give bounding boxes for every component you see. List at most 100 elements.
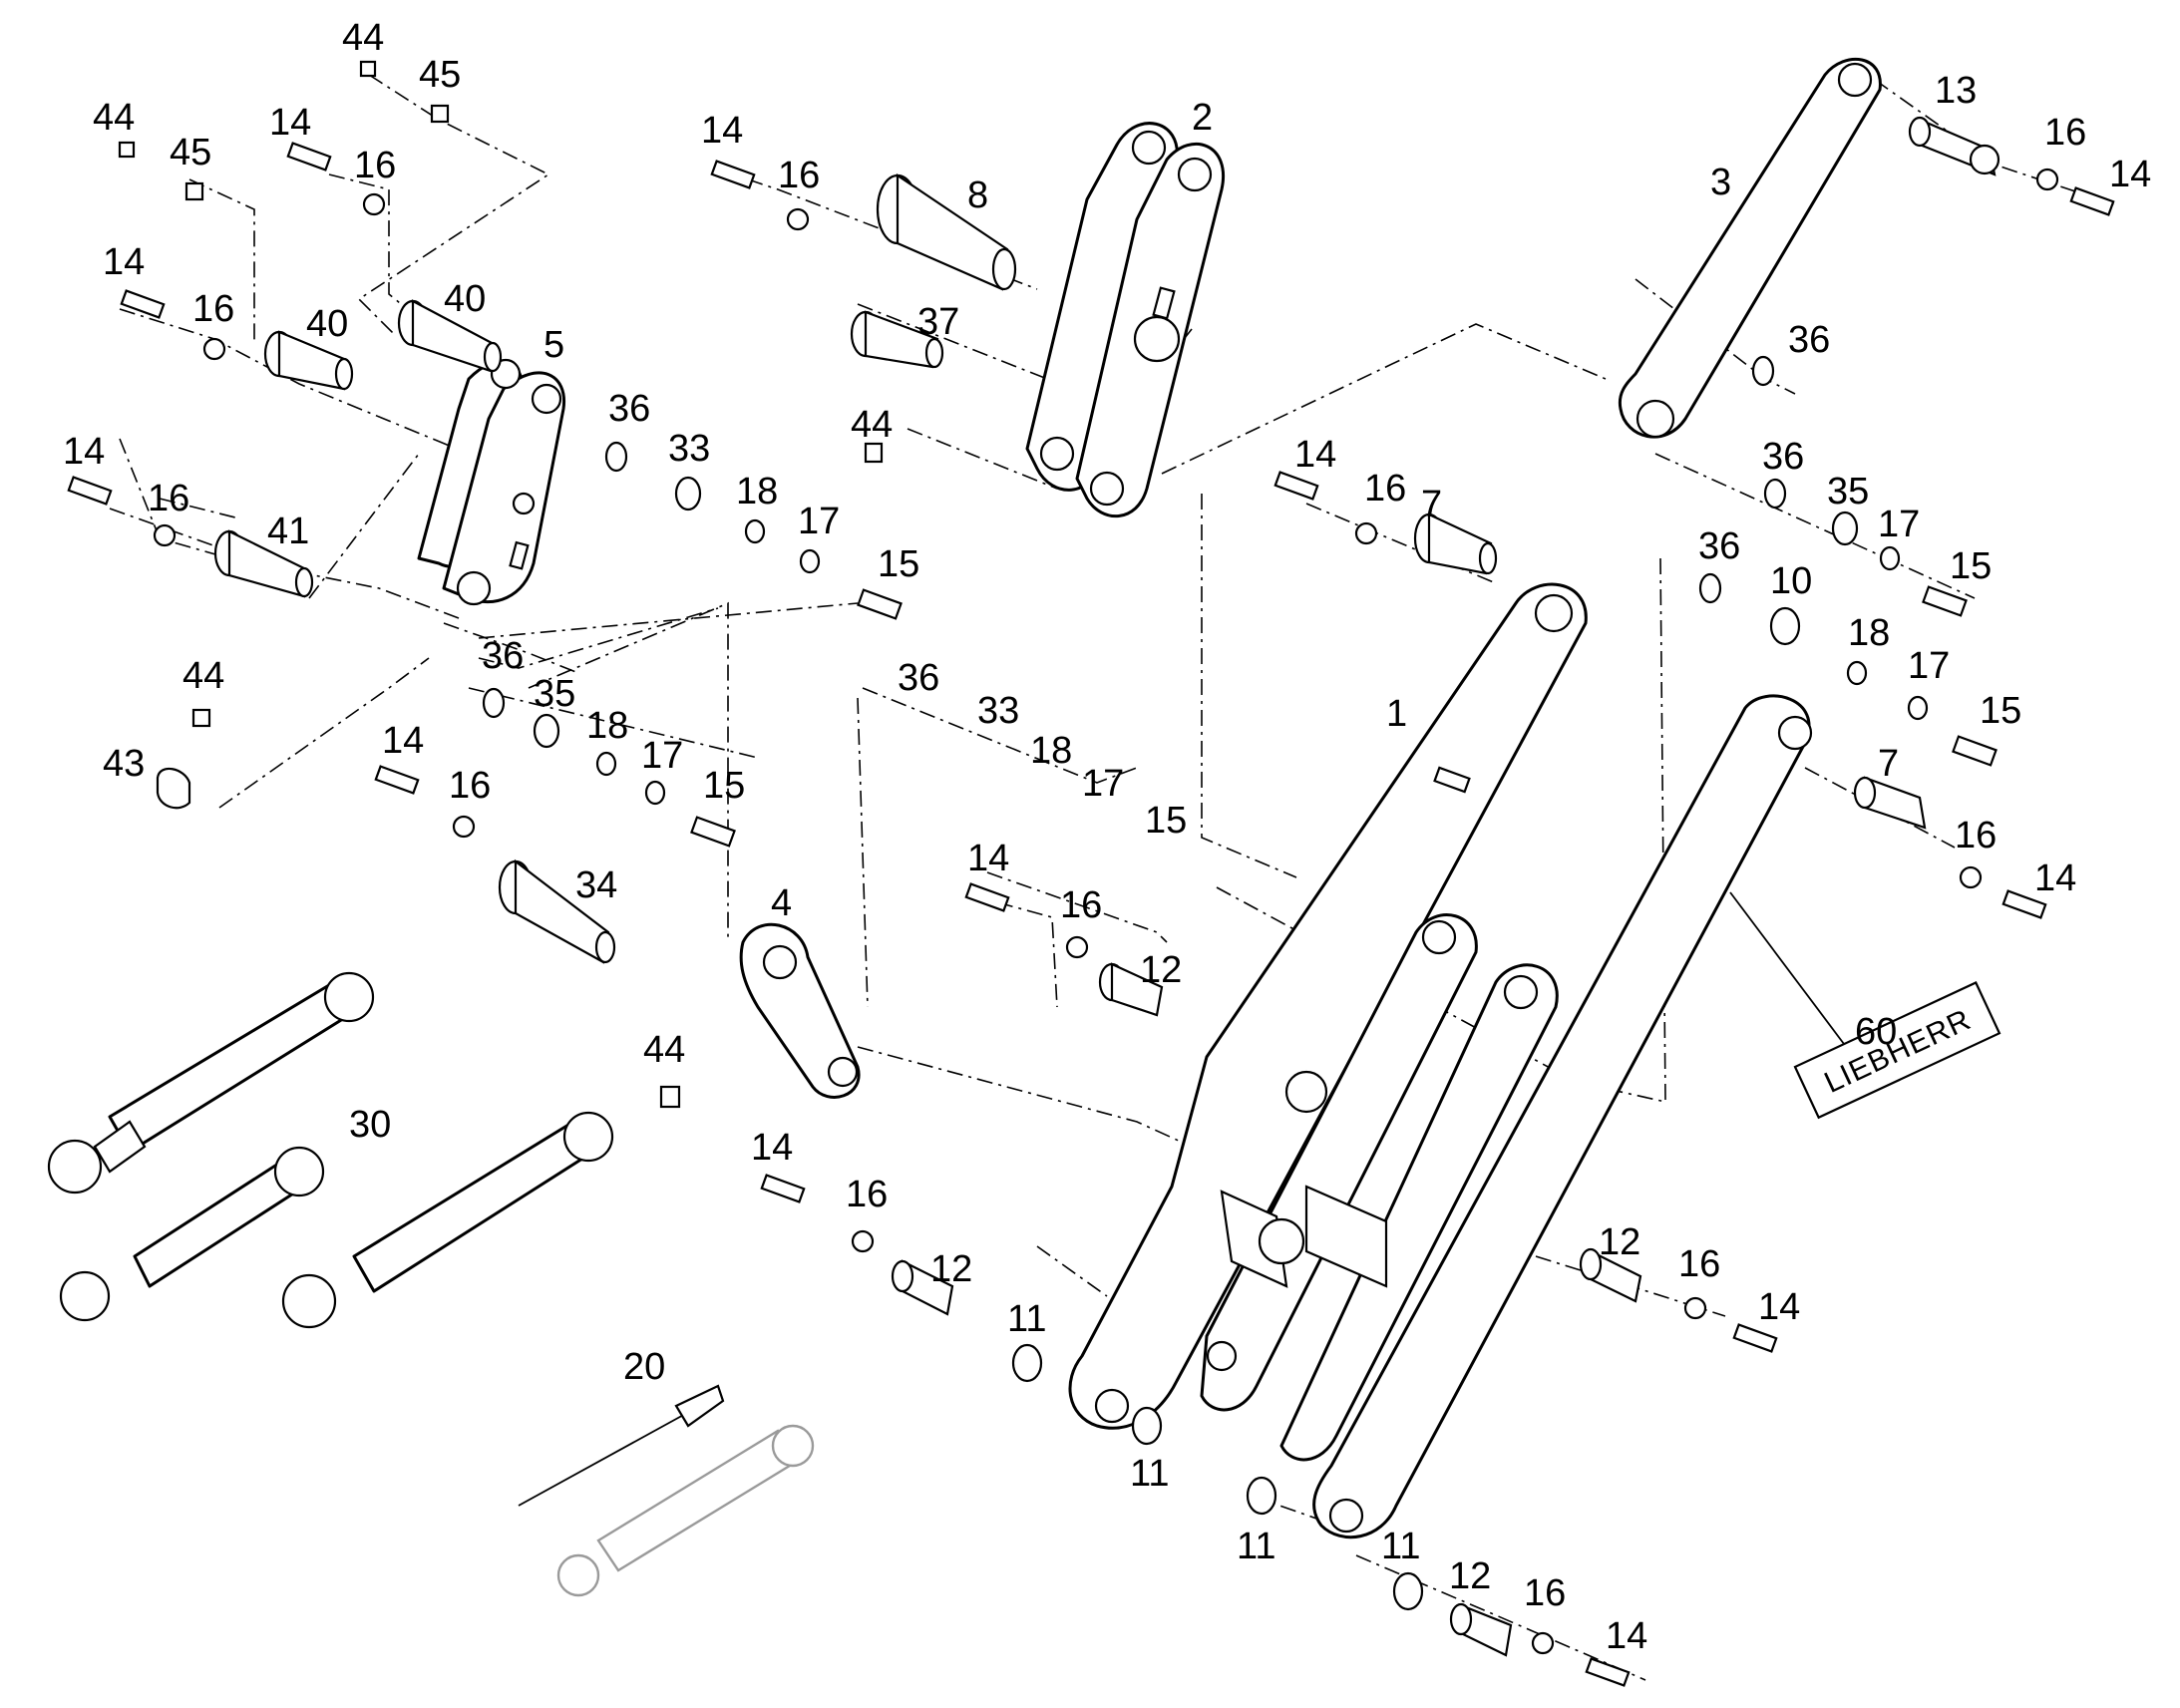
callout-14: 14 [1294,434,1336,476]
callout-45: 45 [419,54,461,96]
callout-15: 15 [1950,545,1992,587]
callout-14: 14 [269,102,311,144]
callout-17: 17 [641,735,683,777]
callout-16: 16 [1524,1572,1566,1614]
hydraulic-cylinder-20-gray [518,1384,815,1597]
callout-30: 30 [349,1104,391,1146]
hardware-chain-upper [604,441,903,620]
callout-16: 16 [846,1174,888,1215]
callout-17: 17 [1082,763,1124,805]
callout-7: 7 [1421,484,1442,525]
callout-36: 36 [1762,436,1804,478]
callout-44: 44 [643,1029,685,1071]
fitting-44-center [864,442,884,464]
callout-35: 35 [1827,471,1869,512]
callout-40: 40 [444,278,486,320]
hydraulic-cylinder-30-c [281,1111,614,1329]
callout-36: 36 [1698,525,1740,567]
callout-44: 44 [851,404,893,446]
callout-16: 16 [1955,815,1997,856]
callout-14: 14 [2109,154,2151,195]
link-2 [1025,122,1225,518]
pin-41 [213,529,314,598]
pin-7-lower [1853,776,2047,919]
decal-60: LIEBHERR [1729,891,2001,1120]
callout-43: 43 [103,743,145,785]
callout-15: 15 [878,543,919,585]
pin-12-lower-left [760,1174,1163,1446]
pin-12-right [1579,1247,1778,1353]
callout-16: 16 [2044,112,2086,154]
hydraulic-cylinder-30-a [47,971,375,1195]
callout-35: 35 [534,673,575,715]
callout-18: 18 [586,705,628,747]
callout-8: 8 [967,174,988,216]
callout-16: 16 [148,478,189,519]
boom-cross-tubes [1220,1185,1388,1288]
callout-16: 16 [354,145,396,186]
bolts-and-washers-left [67,142,476,839]
callout-12: 12 [930,1248,972,1290]
callout-18: 18 [1030,730,1072,772]
hardware-chain-right-upper [1763,478,1968,617]
callout-33: 33 [668,428,710,470]
hardware-top-right [1751,168,2115,387]
callout-13: 13 [1935,70,1977,112]
pin-37 [850,310,944,369]
callout-60: 60 [1855,1011,1897,1053]
fitting-43 [156,708,211,810]
callout-2: 2 [1192,97,1213,139]
callout-15: 15 [703,765,745,807]
callout-14: 14 [103,241,145,283]
callout-3: 3 [1710,162,1731,203]
callout-15: 15 [1980,690,2021,732]
callout-34: 34 [575,864,617,906]
hardware-chain-right-lower [1698,572,1998,767]
callout-17: 17 [798,501,840,542]
callout-18: 18 [736,471,778,512]
callout-14: 14 [967,838,1009,879]
callout-14: 14 [751,1127,793,1169]
grease-fittings-upper [118,60,450,201]
callout-14: 14 [382,720,424,762]
callout-44: 44 [342,17,384,59]
boom-plate-right [1279,694,1813,1539]
callout-1: 1 [1386,693,1407,735]
pin-13 [1908,116,2000,176]
callout-20: 20 [623,1346,665,1388]
callout-11: 11 [1130,1453,1169,1495]
pin-8 [876,172,1017,291]
callout-37: 37 [917,301,959,343]
callout-15: 15 [1145,800,1187,842]
callout-14: 14 [701,110,743,152]
callout-14: 14 [2034,857,2076,899]
hydraulic-cylinder-30-b [59,1146,325,1322]
callout-labels: 44 45 44 45 14 16 14 16 40 40 5 14 16 41… [63,17,2151,1657]
callout-12: 12 [1140,949,1182,991]
callout-16: 16 [192,288,234,330]
callout-14: 14 [1758,1286,1800,1328]
callout-41: 41 [267,511,309,552]
callout-36: 36 [1788,319,1830,361]
liebherr-decal-frame [1793,981,2001,1120]
callout-11: 11 [1381,1526,1420,1567]
hardware-chain-lower-left [482,687,736,848]
hardware-bottom-right [1246,1476,1631,1687]
link-3 [1618,58,1882,439]
callout-16: 16 [778,155,820,196]
pin-40-lower [263,330,354,391]
callout-16: 16 [1678,1243,1720,1285]
callout-12: 12 [1599,1221,1640,1263]
callout-12: 12 [1449,1555,1491,1597]
callout-16: 16 [449,765,491,807]
callout-44: 44 [182,655,224,697]
link-4 [659,922,861,1109]
callout-18: 18 [1848,612,1890,654]
callout-33: 33 [977,690,1019,732]
callout-14: 14 [1606,1615,1647,1657]
callout-16: 16 [1060,884,1102,926]
callout-36: 36 [898,657,939,699]
callout-16: 16 [1364,468,1406,510]
